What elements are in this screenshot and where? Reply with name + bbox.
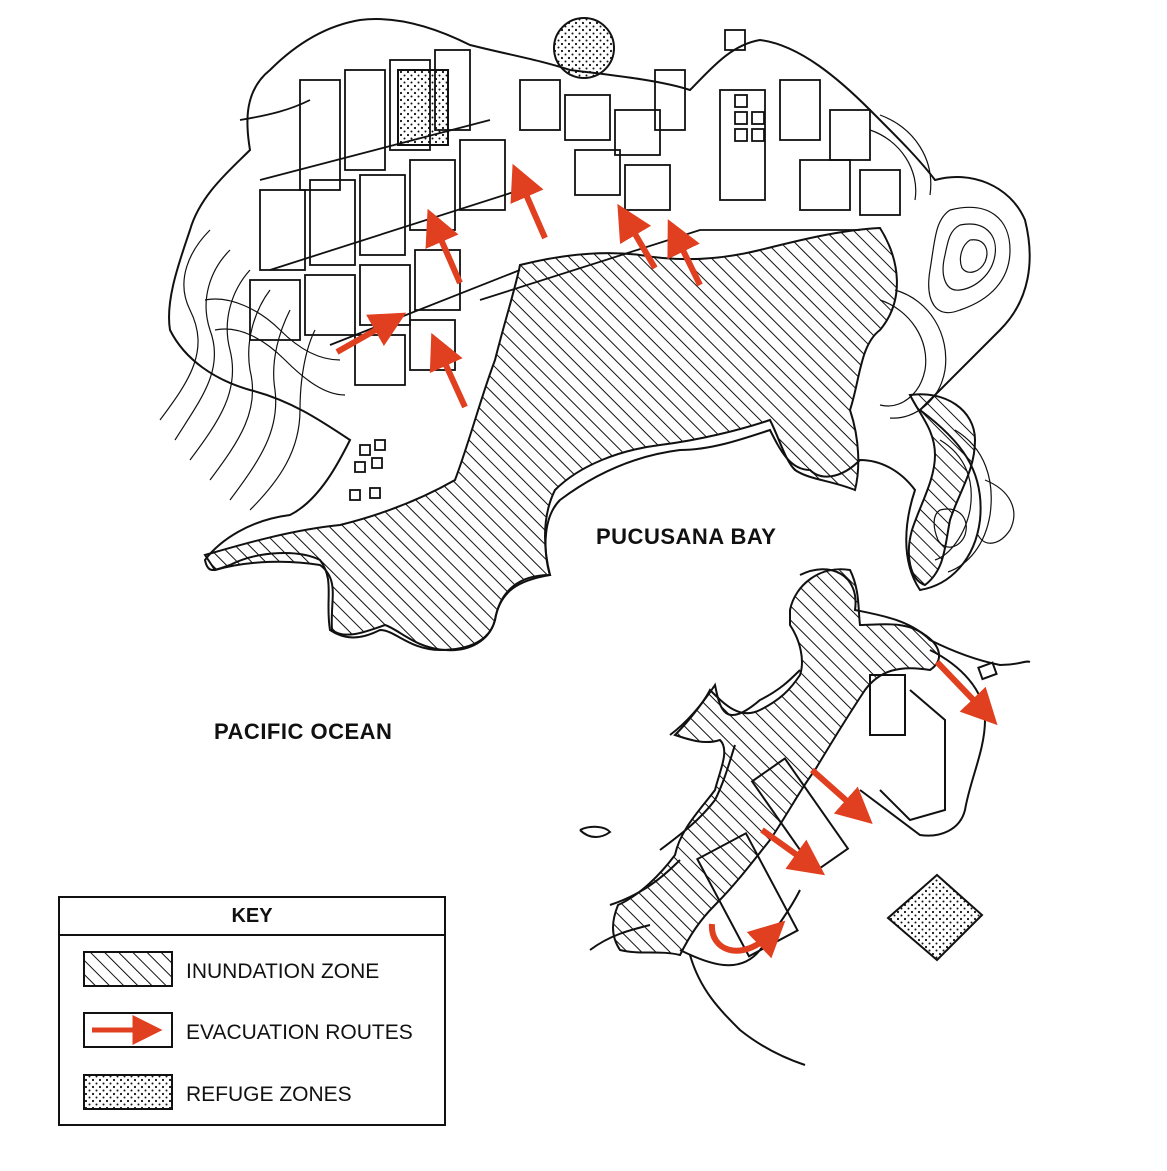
contour-lines	[159, 114, 1015, 573]
evacuation-arrow	[510, 163, 548, 240]
legend-label: EVACUATION ROUTES	[186, 1021, 413, 1044]
evacuation-arrow	[335, 312, 407, 355]
legend-swatch-refuge	[83, 1074, 173, 1110]
legend-swatch-inundation	[83, 951, 173, 987]
evacuation-arrow	[708, 920, 786, 959]
evacuation-arrow	[934, 659, 998, 726]
legend-item-refuge: REFUGE ZONES	[186, 1075, 352, 1115]
refuge-zone-south	[886, 873, 984, 962]
legend-title: KEY	[60, 898, 444, 936]
bay-label: PUCUSANA BAY	[596, 524, 777, 549]
evacuation-arrow	[810, 767, 873, 824]
legend-item-inundation: INUNDATION ZONE	[186, 952, 379, 992]
inundation-zone-north	[203, 226, 898, 652]
evacuation-routes	[335, 163, 998, 959]
ocean-label: PACIFIC OCEAN	[214, 719, 393, 744]
evacuation-arrow	[667, 219, 703, 287]
evacuation-arrow	[429, 332, 468, 409]
evacuation-arrow	[760, 827, 826, 876]
evacuation-arrow	[617, 203, 658, 270]
refuge-zone-circle	[553, 17, 615, 79]
street-grid	[239, 29, 901, 501]
refuge-zone-north	[397, 69, 449, 146]
legend-label: INUNDATION ZONE	[186, 960, 380, 983]
inundation-zone-east-shore	[907, 393, 977, 587]
inundation-zone-south	[612, 568, 940, 957]
legend-label: REFUGE ZONES	[186, 1083, 352, 1106]
legend: KEY INUNDATION ZONE EVACUATION ROUTES RE…	[58, 896, 446, 1126]
evacuation-arrow	[425, 208, 463, 285]
legend-item-evacuation: EVACUATION ROUTES	[186, 1013, 413, 1053]
